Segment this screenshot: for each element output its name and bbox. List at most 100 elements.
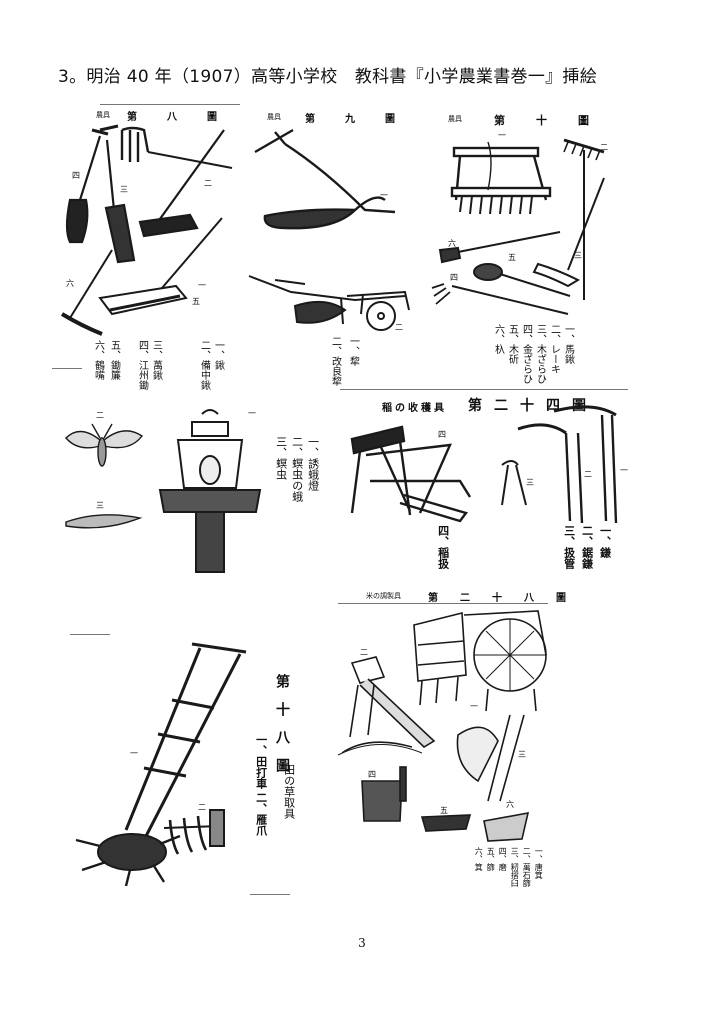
- figure-18-drawing: [75, 642, 247, 887]
- insect-label-3: 三: [96, 501, 104, 510]
- insect-lamp-plate: 一 二 三 一、誘蛾燈 二、螟虫の蛾 三、螟虫: [60, 400, 330, 575]
- figure-24-legend-2: 二、鋸鎌: [580, 525, 594, 569]
- figure-8-label-3: 三: [120, 185, 128, 194]
- figure-24-plate: 第二十四圖 稲の收穫具 一 二 三 四 一、鎌 二、鋸鎌 三、扱管 四、稲扱: [340, 385, 630, 580]
- insect-legend-1: 一、誘蛾燈: [306, 436, 320, 491]
- figure-8-legend-4: 四、江州鋤: [136, 340, 148, 390]
- figure-18-legend-1: 一、田打車: [254, 734, 268, 789]
- figure-18-subtitle: 田の草取具: [282, 764, 296, 819]
- moth-illustration: [65, 423, 144, 467]
- figure-8-label-1: 一: [198, 281, 206, 290]
- figure-8-title: 第 八 圖: [127, 112, 227, 123]
- figure-28-legend-2: 二、萬石篩: [522, 847, 532, 887]
- figure-24-legend-4: 四、稲扱: [436, 525, 450, 569]
- serrated-sickle-illustration: [553, 405, 618, 524]
- figure-28-legend-4: 四、磨: [498, 847, 508, 871]
- figure-10-legend-2: 二、レーキ: [548, 324, 560, 374]
- figure-10-label-6: 六: [448, 239, 456, 248]
- figure-8-label-6: 六: [66, 279, 74, 288]
- figure-24-subtitle: 稲の收穫具: [382, 403, 447, 414]
- figure-9-legend-2: 二、改良犂: [329, 336, 341, 386]
- figure-24-drawing: [350, 405, 618, 524]
- figure-10-legend-6: 六、杁: [492, 324, 504, 354]
- figure-18-label-1: 一: [130, 749, 138, 758]
- figure-9-title: 第 九 圖: [305, 114, 405, 125]
- winnowing-basket-illustration: [483, 811, 530, 842]
- figure-10-title: 第 十 圖: [494, 114, 599, 127]
- figure-10-label-1: 一: [498, 131, 506, 140]
- insect-label-1: 一: [248, 409, 256, 418]
- figure-24-legend-3: 三、扱管: [562, 525, 576, 569]
- harrow-illustration: [450, 141, 552, 215]
- larva-illustration: [65, 514, 143, 529]
- figure-10-legend-4: 四、金ざらひ: [520, 324, 532, 384]
- figure-28-legend-6: 六、箕: [474, 847, 484, 871]
- hoe-illustration: [138, 129, 225, 238]
- figure-8-subtitle: 農具: [96, 111, 110, 119]
- figure-8-legend-3: 三、萬鍬: [150, 340, 162, 380]
- fork-hoe-illustration: [120, 126, 233, 169]
- rake-illustration: [563, 138, 605, 300]
- figure-28-plate: 第 二 十 八 圖 米の調製具: [337, 585, 566, 895]
- hulling-mortar-illustration: [341, 741, 413, 822]
- pickaxe-illustration: [60, 249, 113, 336]
- threshing-tube-illustration: [501, 460, 527, 506]
- figure-10-label-3: 三: [574, 251, 582, 260]
- figure-28-label-6: 六: [506, 800, 514, 809]
- figure-28-legend-3: 三、籾摺臼: [510, 847, 520, 887]
- figure-18-legend-2: 二、雁爪: [254, 792, 268, 836]
- insect-legend-3: 三、螟虫: [274, 436, 288, 480]
- rotary-weeder-illustration: [75, 642, 247, 887]
- wooden-rake-illustration: [532, 177, 605, 288]
- plow-illustration: [254, 128, 396, 230]
- figure-28-title: 第 二 十 八 圖: [428, 593, 572, 604]
- insect-legend-2: 二、螟虫の蛾: [290, 436, 304, 502]
- insect-lamp-illustration: [158, 409, 262, 573]
- figure-18-plate: 一 二 第十八圖 田の草取具 一、田打車 二、雁爪: [60, 630, 310, 898]
- figure-8-label-2: 二: [204, 179, 212, 188]
- iron-rake-illustration: [431, 283, 569, 315]
- figure-8-legend-2: 二、備中鍬: [198, 340, 210, 390]
- figure-10-plate: 第 十 圖 農具 一 二 三: [428, 100, 608, 384]
- figure-8-legend-5: 五、鋤簾: [108, 340, 120, 380]
- weeding-claw-illustration: [163, 809, 225, 855]
- figure-10-label-5: 五: [508, 253, 516, 262]
- threshing-comb-illustration: [350, 425, 472, 523]
- sieve-illustration: [420, 814, 472, 832]
- figure-10-subtitle: 農具: [448, 115, 462, 123]
- winnower-illustration: [413, 610, 547, 712]
- figure-28-drawing: [337, 610, 547, 842]
- figure-8-plate: 第 八 圖 農具: [52, 100, 242, 390]
- wooden-scoop-illustration: [473, 263, 571, 297]
- figure-10-label-4: 四: [450, 273, 458, 282]
- page-number: 3: [358, 936, 366, 950]
- figure-9-label-1: 一: [380, 191, 388, 200]
- figure-24-label-3: 三: [526, 478, 534, 487]
- improved-plow-illustration: [248, 275, 410, 331]
- figure-8-label-5: 五: [192, 297, 200, 306]
- figure-28-legend-5: 五、篩: [486, 847, 496, 871]
- figure-28-label-3: 三: [518, 750, 526, 759]
- rake-illustration: [98, 217, 223, 316]
- figure-18-title: 第十八圖: [274, 674, 290, 786]
- insect-label-2: 二: [96, 411, 104, 420]
- shovel-illustration: [65, 128, 109, 244]
- figure-18-label-2: 二: [198, 803, 206, 812]
- rice-sieve-illustration: [349, 656, 436, 749]
- figure-9-label-2: 二: [395, 323, 403, 332]
- page-heading: 3。明治 40 年（1907）高等小学校 教科書『小学農業書巻一』挿絵: [58, 67, 598, 87]
- figure-24-legend-1: 一、鎌: [598, 525, 612, 558]
- figure-9-drawing: [248, 128, 410, 331]
- millstone-fan-illustration: [456, 714, 525, 802]
- figure-10-legend-5: 五、木斫: [506, 324, 518, 364]
- figure-9-legend-1: 一、犂: [347, 336, 359, 366]
- figure-24-label-2: 二: [584, 470, 592, 479]
- figure-28-label-2: 二: [360, 648, 368, 657]
- figure-28-legend-1: 一、唐箕: [534, 847, 544, 879]
- figure-8-legend-1: 一、鍬: [212, 340, 224, 370]
- spade-illustration: [99, 124, 136, 264]
- figure-8-drawing: [60, 124, 233, 336]
- figure-28-subtitle: 米の調製具: [366, 592, 401, 600]
- figure-10-legend-1: 一、馬鍬: [562, 324, 574, 364]
- figure-10-drawing: [431, 138, 605, 315]
